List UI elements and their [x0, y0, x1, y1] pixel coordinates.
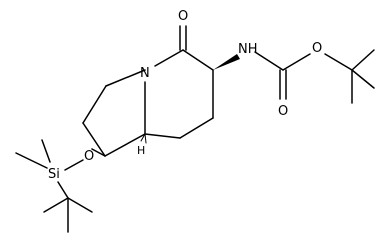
bond	[179, 117, 214, 139]
bond	[82, 85, 107, 124]
bond	[144, 133, 181, 139]
bond	[91, 148, 106, 157]
amide-nh-label: NH	[238, 42, 258, 57]
bond	[324, 53, 353, 71]
bond	[351, 49, 375, 71]
bond	[104, 133, 146, 157]
ester-oxygen-label: O	[312, 41, 322, 56]
bond	[41, 139, 51, 163]
bond	[182, 49, 214, 71]
wedge-bond	[213, 54, 240, 70]
hash-bond	[140, 133, 146, 142]
bond	[15, 152, 48, 169]
bond	[64, 159, 84, 171]
bond	[351, 69, 375, 89]
silyl-ether-oxygen-label: O	[84, 149, 94, 164]
bond	[154, 49, 184, 67]
silicon-label: Si	[48, 167, 60, 182]
bond	[67, 197, 93, 213]
ring-nitrogen-label: N	[140, 66, 150, 81]
bond	[282, 53, 311, 71]
bond	[43, 197, 69, 213]
bond	[254, 51, 284, 71]
bond	[57, 181, 69, 199]
carbonyl-oxygen-label: O	[278, 104, 288, 119]
stereo-hydrogen-label: H	[137, 144, 145, 157]
bond	[105, 69, 146, 87]
oxo-oxygen-label: O	[178, 9, 188, 24]
hash-bond	[144, 133, 147, 144]
bond	[82, 122, 106, 157]
